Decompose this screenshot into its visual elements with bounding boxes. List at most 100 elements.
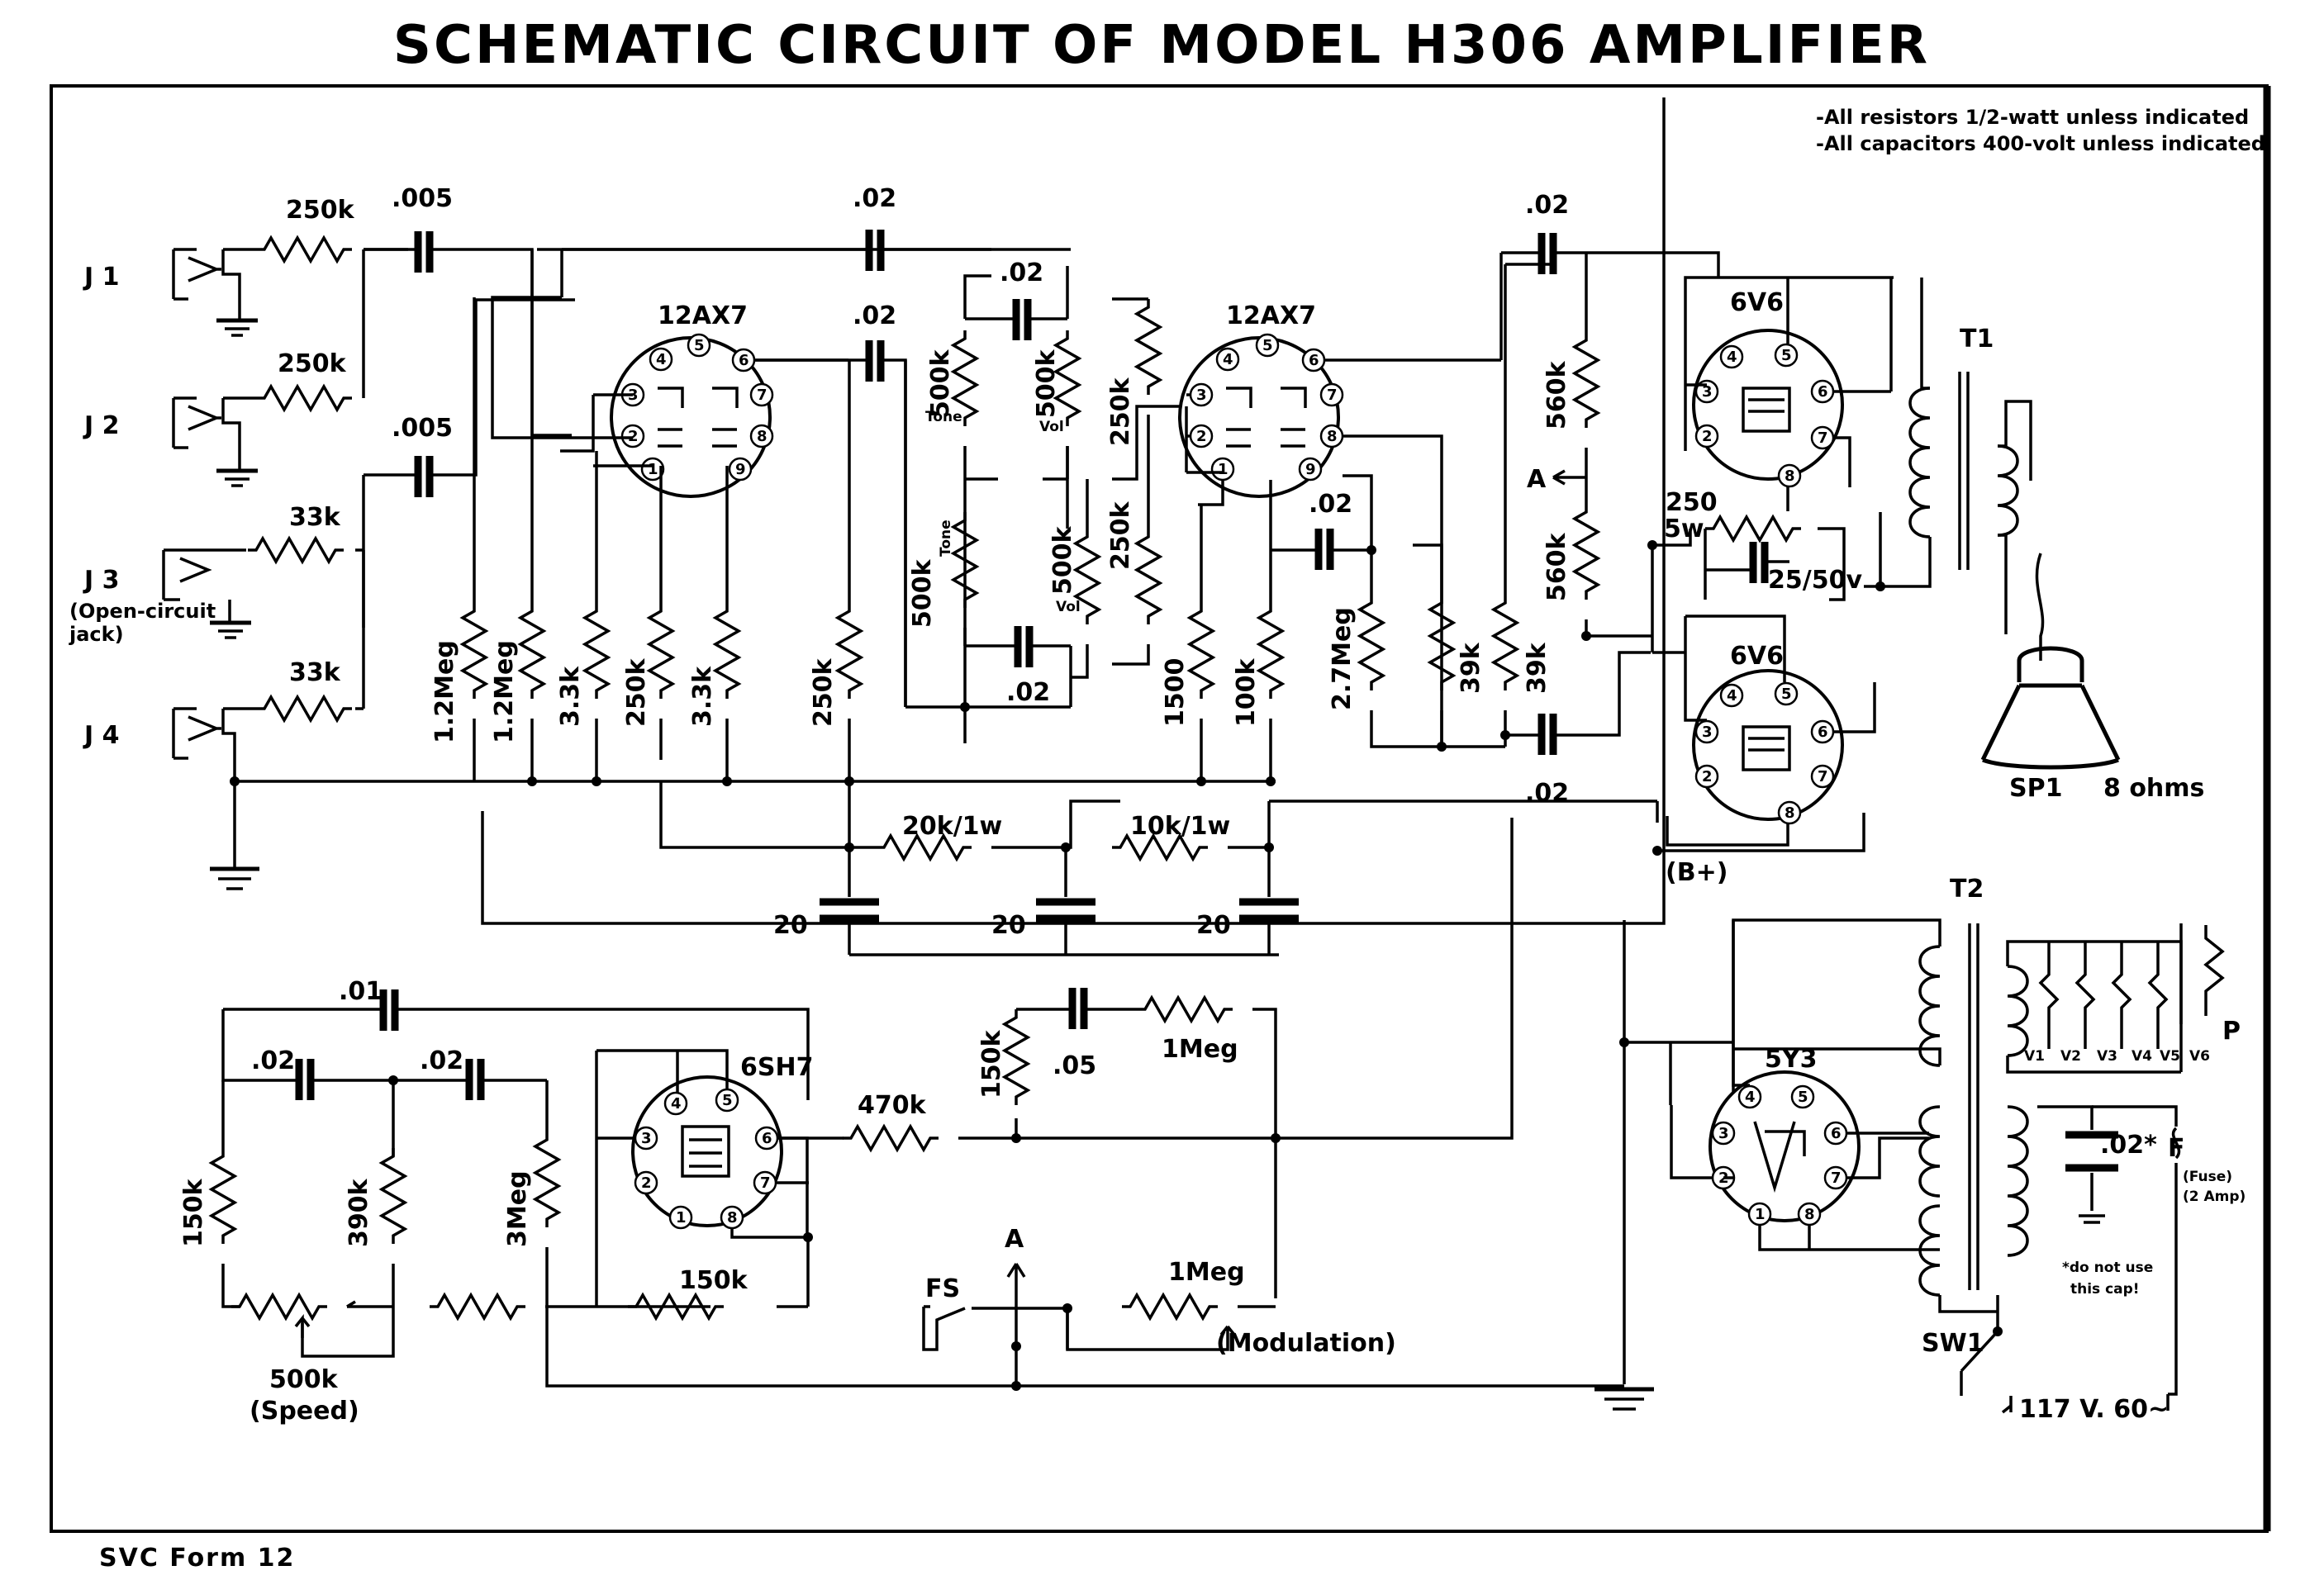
r-1-2meg-a-label: 1.2Meg: [430, 640, 459, 743]
svg-text:7: 7: [757, 387, 768, 404]
pot-speed-text: (Speed): [250, 1397, 359, 1426]
jack-j3-label: J 3: [83, 566, 119, 595]
note-capacitors: -All capacitors 400-volt unless indicate…: [1816, 132, 2265, 155]
t2-label: T2: [1950, 875, 1984, 904]
node-a2-label: A: [1005, 1225, 1024, 1254]
svg-text:7: 7: [1818, 429, 1828, 447]
svg-text:6: 6: [1309, 352, 1319, 369]
heater-v6-label: V6: [2189, 1048, 2210, 1065]
tube-v2-label: 12AX7: [1226, 301, 1316, 330]
r-560k-a-label: 560k: [1542, 360, 1571, 429]
heater-string: V1 V2 V3 V4 V5 V6 P: [2024, 923, 2241, 1072]
note-resistors: -All resistors 1/2-watt unless indicated: [1816, 106, 2249, 129]
sw1-label: SW1: [1922, 1329, 1984, 1358]
cap-note-2: this cap!: [2070, 1281, 2140, 1298]
r-150k-osc-label: 150k: [179, 1178, 208, 1247]
pot-mod-text: (Modulation): [1216, 1329, 1396, 1358]
pot-vol2-text: Vol: [1056, 599, 1081, 615]
r-250k-b-label: 250k: [1106, 501, 1135, 570]
svg-text:5: 5: [1262, 337, 1273, 354]
svg-text:6: 6: [739, 352, 749, 369]
tube-v5: 6SH7 4 5 3 2 6 7 1 8: [631, 1053, 813, 1230]
r-250-5w-label: 250: [1666, 488, 1718, 517]
heater-v1-label: V1: [2024, 1048, 2045, 1065]
svg-text:6: 6: [1818, 383, 1828, 401]
svg-text:9: 9: [735, 461, 746, 478]
svg-text:2: 2: [1702, 768, 1713, 785]
svg-text:2: 2: [1702, 428, 1713, 445]
svg-text:4: 4: [1727, 687, 1737, 705]
cap-02-v2-label: .02: [1309, 490, 1352, 519]
r-33k-j4-label: 33k: [289, 658, 341, 687]
svg-text:8: 8: [1327, 428, 1338, 445]
r-2-7meg-label: 2.7Meg: [1328, 607, 1357, 710]
svg-text:4: 4: [1745, 1089, 1756, 1106]
r-100k-label: 100k: [1232, 657, 1261, 727]
r-3-3k-a-label: 3.3k: [556, 666, 585, 727]
fuse-note-1: (Fuse): [2183, 1169, 2232, 1185]
svg-text:3: 3: [1702, 383, 1713, 401]
r-10k-label: 10k/1w: [1130, 812, 1230, 841]
r-1meg-label: 1Meg: [1162, 1035, 1238, 1064]
pot-tone-text: Tone: [925, 409, 962, 425]
pot-vol-text: Vol: [1039, 419, 1064, 435]
tube-v1-label: 12AX7: [658, 301, 748, 330]
r-39k-a-label: 39k: [1457, 642, 1485, 694]
r-470k-label: 470k: [858, 1091, 927, 1120]
diagram-border: [50, 84, 2269, 1533]
svg-text:2: 2: [641, 1174, 652, 1192]
svg-text:8: 8: [1785, 804, 1795, 822]
r-39k-b-label: 39k: [1523, 642, 1552, 694]
tube-v3-label: 6V6: [1730, 288, 1784, 317]
jack-j2-label: J 2: [83, 411, 119, 440]
tube-v6-label: 5Y3: [1765, 1045, 1817, 1074]
tube-v4-label: 6V6: [1730, 642, 1784, 671]
svg-text:5: 5: [1798, 1089, 1808, 1106]
svg-text:4: 4: [1223, 351, 1233, 368]
svg-text:6: 6: [762, 1130, 772, 1147]
r-250-5w-sub-label: 5w: [1664, 515, 1704, 543]
cap-02-tone-b-label: .02: [1006, 678, 1050, 707]
heater-v3-label: V3: [2097, 1048, 2117, 1065]
jack-j1-label: J 1: [83, 263, 119, 292]
r-150k-bot-label: 150k: [679, 1266, 749, 1295]
c-05-label: .05: [1053, 1051, 1096, 1080]
cap-20-b-label: 20: [991, 911, 1026, 940]
jack-j4-label: J 4: [83, 721, 119, 750]
cap-02-top1-label: .02: [853, 184, 896, 213]
svg-text:4: 4: [1727, 349, 1737, 366]
node-a-label: A: [1527, 465, 1547, 494]
r-1500-label: 1500: [1161, 658, 1190, 728]
tube-v3: 6V6 4 5 3 2 6 7 8: [1692, 288, 1844, 488]
svg-text:4: 4: [656, 351, 667, 368]
svg-text:3: 3: [1702, 724, 1713, 741]
tube-v1: 12AX7 3 2 1 4 5 6 7 8 9: [610, 301, 774, 498]
jack-j3-note-1: (Open-circuit: [69, 600, 216, 623]
svg-text:3: 3: [1196, 387, 1207, 404]
svg-text:3: 3: [1718, 1125, 1729, 1142]
r-390k-label: 390k: [345, 1178, 373, 1247]
mains-label: 117 V. 60~: [2019, 1395, 2169, 1424]
svg-text:3: 3: [628, 387, 639, 404]
cap-02-top2-label: .02: [853, 301, 896, 330]
svg-text:2: 2: [628, 428, 639, 445]
svg-text:6: 6: [1818, 724, 1828, 741]
svg-text:7: 7: [760, 1174, 771, 1192]
cap-005-a-label: .005: [392, 184, 453, 213]
cap-02-out-b-label: .02: [1525, 779, 1569, 808]
cap-note-1: *do not use: [2062, 1260, 2153, 1276]
tube-v4: 6V6 4 5 3 2 6 7 8: [1692, 642, 1844, 825]
cap-02-tone-label: .02: [1000, 259, 1043, 287]
svg-text:1: 1: [1218, 461, 1229, 478]
pot-tone2-text: Tone: [938, 520, 954, 557]
cap-02-osc-a-label: .02: [251, 1046, 295, 1075]
svg-text:5: 5: [1781, 686, 1792, 703]
r-33k-j3-label: 33k: [289, 503, 341, 532]
pilot-p-label: P: [2222, 1017, 2241, 1046]
tube-v5-label: 6SH7: [740, 1053, 813, 1082]
bplus-label: (B+): [1666, 858, 1728, 887]
cap-02-osc-b-label: .02: [420, 1046, 463, 1075]
page-title: SCHEMATIC CIRCUIT OF MODEL H306 AMPLIFIE…: [393, 15, 1930, 76]
tube-v2: 12AX7 3 2 1 4 5 6 7 8 9: [1178, 301, 1344, 498]
